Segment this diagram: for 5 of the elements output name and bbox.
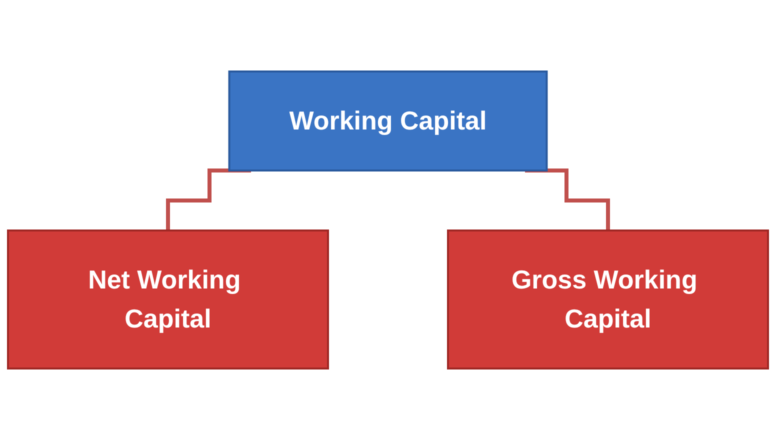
node-box: Working Capital xyxy=(228,70,548,172)
connector xyxy=(524,168,610,232)
node-box: Gross Working Capital xyxy=(447,230,769,370)
connector xyxy=(166,168,252,232)
node-box: Net Working Capital xyxy=(7,230,329,370)
